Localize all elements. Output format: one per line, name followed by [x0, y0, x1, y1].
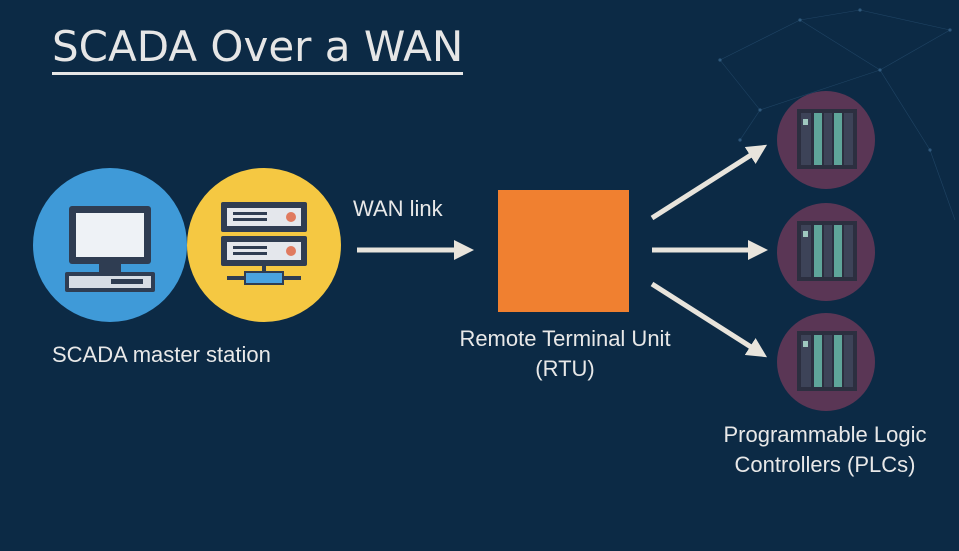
- plc-circle-1: [777, 91, 875, 189]
- plc-circle-2: [777, 203, 875, 301]
- plc-arrow-top: [650, 144, 768, 221]
- master-station-label: SCADA master station: [52, 342, 271, 367]
- plc-icon: [797, 221, 857, 281]
- plc-icon: [797, 109, 857, 169]
- server-circle: [187, 168, 341, 322]
- plc-label-line1: Programmable Logic: [723, 422, 927, 447]
- wan-link-label: WAN link: [353, 196, 443, 221]
- computer-circle: [33, 168, 187, 322]
- slide-title: SCADA Over a WAN: [52, 22, 464, 75]
- plc-arrow-bottom: [650, 281, 768, 358]
- server-icon: [221, 202, 307, 285]
- rtu-label-line2: (RTU): [535, 356, 595, 381]
- rtu-box: [498, 190, 629, 312]
- plc-icon: [797, 331, 857, 391]
- plc-circle-3: [777, 313, 875, 411]
- rtu-label-line1: Remote Terminal Unit: [459, 326, 671, 351]
- computer-icon: [65, 206, 155, 292]
- plc-label-line2: Controllers (PLCs): [734, 452, 916, 477]
